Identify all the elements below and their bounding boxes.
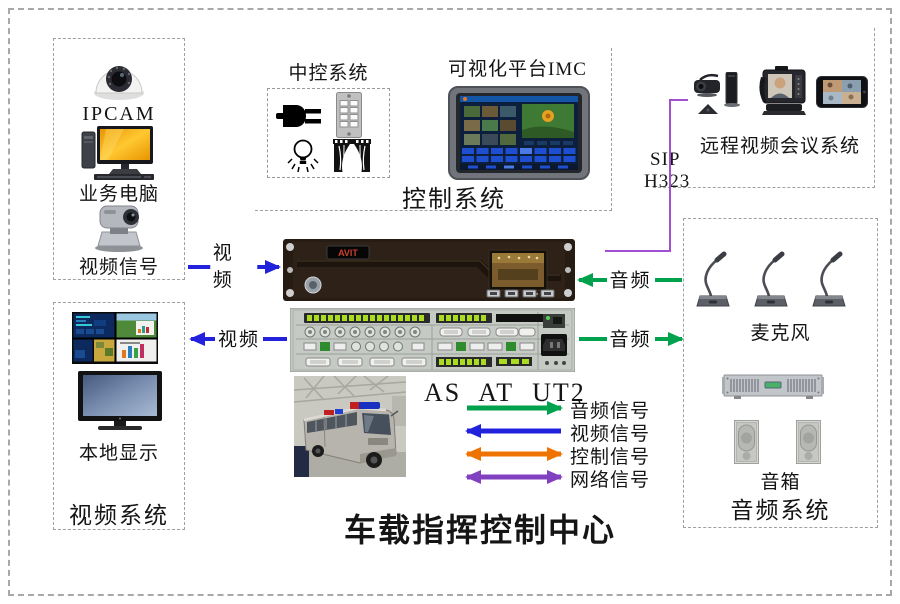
legend-control-arrow <box>465 446 563 462</box>
sip-line-top-segment <box>670 99 688 101</box>
audio-in-arrow: 音频 <box>577 265 684 293</box>
audio-out-arrow-label: 音频 <box>606 324 655 352</box>
rack-front-unit-icon: AVIT <box>283 239 575 301</box>
legend-video-label: 视频信号 <box>570 424 651 445</box>
video-out-arrow-label: 视频 <box>214 324 264 352</box>
h323-protocol-label: H323 <box>644 171 691 192</box>
conference-box <box>653 28 875 188</box>
microphone-icon <box>812 251 846 307</box>
rack-brand-text: AVIT <box>338 248 358 258</box>
audio-in-arrow-label: 音频 <box>606 265 655 293</box>
central-control-icon-box <box>267 88 390 178</box>
control-system-box <box>255 48 612 211</box>
keypad-panel-icon <box>336 92 362 138</box>
business-pc-icon <box>81 126 154 180</box>
business-pc-label: 业务电脑 <box>78 184 159 205</box>
sip-line-bottom-segment <box>605 250 671 252</box>
imc-platform-label: 可视化平台IMC <box>448 59 587 80</box>
microphone-icon <box>696 251 730 307</box>
video-phone-icon <box>759 66 806 115</box>
ipcam-dome-camera-icon <box>94 66 144 100</box>
power-plug-icon <box>276 105 321 127</box>
video-in-arrow: 视频 <box>186 237 281 292</box>
microphone-icon <box>754 251 788 307</box>
videowall-icon <box>72 312 158 364</box>
legend-control-label: 控制信号 <box>570 447 651 468</box>
imc-tablet-icon <box>448 86 590 180</box>
video-out-arrow: 视频 <box>189 324 289 352</box>
smartphone-icon <box>816 76 868 108</box>
video-signal-label: 视频信号 <box>78 257 159 278</box>
audio-system-label: 音频系统 <box>730 498 831 523</box>
legend-video-arrow <box>465 423 563 439</box>
local-display-label: 本地显示 <box>78 443 159 464</box>
legend-audio-label: 音频信号 <box>570 401 651 422</box>
tv-icon <box>78 371 162 430</box>
light-bulb-icon <box>287 139 319 173</box>
codec-camera-icon <box>694 72 740 114</box>
microphone-label: 麦克风 <box>750 323 811 344</box>
conference-label: 远程视频会议系统 <box>699 136 860 157</box>
audio-out-arrow: 音频 <box>577 324 684 352</box>
rack-rear-unit-icon <box>290 308 575 372</box>
legend-network-label: 网络信号 <box>570 470 651 491</box>
video-in-arrow-label: 视频 <box>209 237 258 292</box>
sip-protocol-label: SIP <box>650 149 681 170</box>
speaker-label: 音箱 <box>760 472 801 493</box>
speaker-icon <box>796 420 821 464</box>
audio-system-box <box>683 218 878 528</box>
video-system-box <box>53 302 185 530</box>
curtain-icon <box>333 139 371 172</box>
amplifier-icon <box>722 374 824 399</box>
control-system-label: 控制系统 <box>402 187 506 213</box>
speaker-icon <box>734 420 759 464</box>
ipcam-label: IPCAM <box>82 103 156 125</box>
ptz-camera-icon <box>95 205 143 252</box>
command-vehicle-photo <box>294 376 406 477</box>
video-source-box <box>53 38 185 280</box>
legend-audio-arrow <box>465 400 563 416</box>
legend-network-arrow <box>465 469 563 485</box>
central-control-label: 中控系统 <box>288 63 369 84</box>
outer-dashed-border <box>8 8 892 596</box>
video-system-label: 视频系统 <box>69 503 169 528</box>
sip-line-vertical-segment <box>669 99 671 252</box>
page-title: 车载指挥控制中心 <box>343 512 616 548</box>
